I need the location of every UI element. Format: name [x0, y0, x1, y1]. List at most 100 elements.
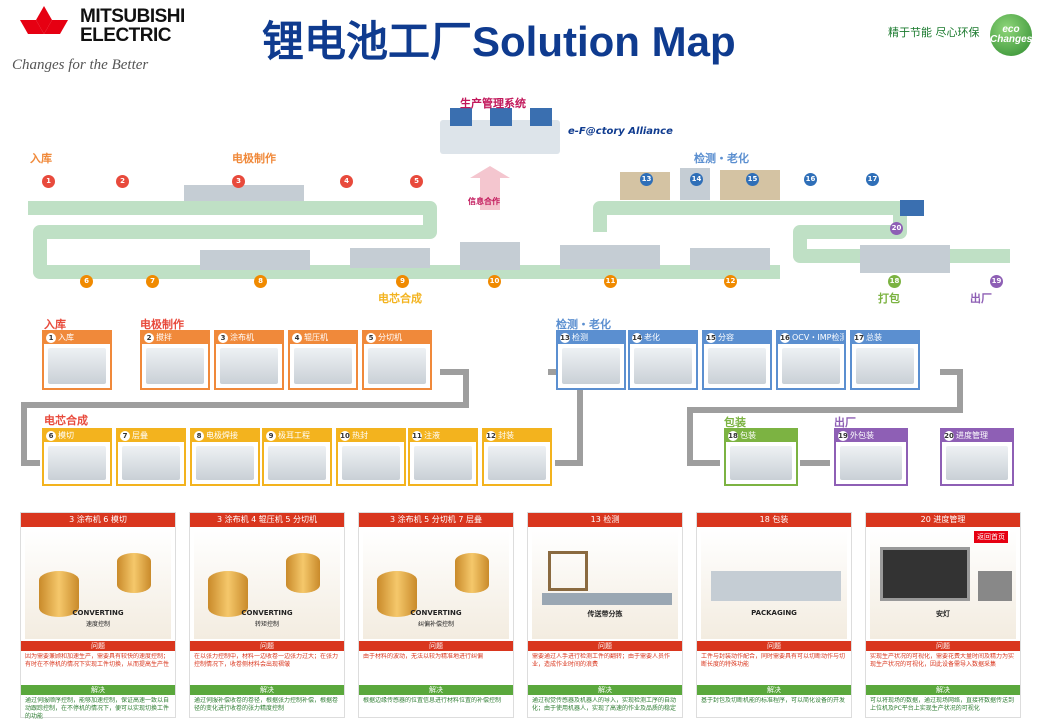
eco-slogan: 精于节能 尽心环保	[888, 26, 980, 39]
map-station-10[interactable]: 10	[488, 275, 501, 288]
solution-text: 根据边缘传感器的位置信息进行材料位置的补偿控制	[363, 697, 502, 704]
map-station-1[interactable]: 1	[42, 175, 55, 188]
brand-name-line1: MITSUBISHI	[80, 6, 185, 27]
card-number: 8	[194, 431, 204, 441]
solution-heading: 解决	[528, 685, 682, 695]
panel-header: 3 涂布机 5 分切机 7 层叠	[359, 513, 513, 527]
equipment-image	[488, 446, 546, 480]
card-number: 14	[632, 333, 642, 343]
card-number: 7	[120, 431, 130, 441]
return-home-badge[interactable]: 返回首页	[974, 531, 1008, 543]
solution-text: 通过伺服补偿收卷的卷径，根据张力控制补偿，根据卷径的变化进行收卷的张力精度控制	[194, 697, 339, 712]
solution-heading: 解决	[359, 685, 513, 695]
map-station-11[interactable]: 11	[604, 275, 617, 288]
map-station-14[interactable]: 14	[690, 173, 703, 186]
map-station-8[interactable]: 8	[254, 275, 267, 288]
card-number: 13	[560, 333, 570, 343]
card-number: 15	[706, 333, 716, 343]
map-station-6[interactable]: 6	[80, 275, 93, 288]
panel-illustration	[194, 531, 340, 639]
solution-panel[interactable]: 20 进度管理 返回首页 安灯 问题 实现生产状况的可视化，需要花费大量时间及精…	[865, 512, 1021, 718]
solution-panel[interactable]: 3 涂布机 6 模切 CONVERTING 速度控制 问题 因为需要兼顾和加速生…	[20, 512, 176, 719]
map-station-15[interactable]: 15	[746, 173, 759, 186]
solution-text: 通过伺服顺序控制，能够加速控制，保证高速一致以自动跟踪控制，在不停机的情况下，便…	[25, 697, 170, 719]
map-station-20[interactable]: 20	[890, 222, 903, 235]
map-station-7[interactable]: 7	[146, 275, 159, 288]
map-station-4[interactable]: 4	[340, 175, 353, 188]
map-station-2[interactable]: 2	[116, 175, 129, 188]
map-station-19[interactable]: 19	[990, 275, 1003, 288]
map-section-ship: 出厂	[970, 292, 992, 305]
card-label: 外包装	[850, 431, 874, 440]
equipment-image	[856, 348, 914, 384]
panel-subcaption: 速度控制	[85, 621, 110, 628]
solution-heading: 解决	[866, 685, 1020, 695]
map-station-3[interactable]: 3	[232, 175, 245, 188]
solution-panel[interactable]: 18 包装 PACKAGING 问题 工件与封装动作配合，同时需要具有可以切断动…	[696, 512, 852, 718]
problem-heading: 问题	[697, 641, 851, 651]
equipment-image	[414, 446, 472, 480]
equipment-image	[220, 348, 278, 384]
solution-panel[interactable]: 3 涂布机 4 辊压机 5 分切机 CONVERTING 转矩控制 问题 在以张…	[189, 512, 345, 718]
map-station-5[interactable]: 5	[410, 175, 423, 188]
panel-header: 3 涂布机 6 模切	[21, 513, 175, 527]
map-section-inbound: 入库	[30, 152, 52, 165]
panel-header: 18 包装	[697, 513, 851, 527]
brand-name-line2: ELECTRIC	[80, 25, 172, 46]
card-number: 17	[854, 333, 864, 343]
panel-illustration	[532, 531, 678, 639]
equipment-image	[294, 348, 352, 384]
card-number: 20	[944, 431, 954, 441]
panel-illustration	[701, 531, 847, 639]
solution-panel[interactable]: 13 检测 传送带分拣 问题 需要通过人手进行检测工件的翻转；由于需要人员作业，…	[527, 512, 683, 718]
panel-caption: CONVERTING	[241, 609, 293, 617]
card-label: 层叠	[132, 431, 148, 440]
card-label: 注液	[424, 431, 440, 440]
card-number: 6	[46, 431, 56, 441]
map-station-16[interactable]: 16	[804, 173, 817, 186]
page-title: 锂电池工厂Solution Map	[262, 18, 736, 65]
proc-pack-title: 包装	[724, 416, 746, 429]
solution-panel[interactable]: 3 涂布机 5 分切机 7 层叠 CONVERTING 纠偏补偿控制 问题 由于…	[358, 512, 514, 718]
map-station-12[interactable]: 12	[724, 275, 737, 288]
info-link-label: 信息合作	[468, 197, 500, 206]
map-station-18[interactable]: 18	[888, 275, 901, 288]
map-station-17[interactable]: 17	[866, 173, 879, 186]
map-station-9[interactable]: 9	[396, 275, 409, 288]
map-section-inspect: 检测・老化	[694, 152, 749, 165]
problem-heading: 问题	[359, 641, 513, 651]
card-label: 分容	[718, 333, 734, 342]
solution-heading: 解决	[190, 685, 344, 695]
map-station-13[interactable]: 13	[640, 173, 653, 186]
problem-text: 工件与封装动作配合，同时需要具有可以切断动作与切断长度的特殊功能	[701, 653, 846, 668]
problem-heading: 问题	[190, 641, 344, 651]
equipment-image	[782, 348, 840, 384]
problem-text: 需要通过人手进行检测工件的翻转；由于需要人员作业，造成作业时间的浪费	[532, 653, 671, 668]
solution-text: 可以将现场的数据，通过现场网络，直接将数据传送到上位机及PC平台上实现生产状况的…	[870, 697, 1015, 712]
